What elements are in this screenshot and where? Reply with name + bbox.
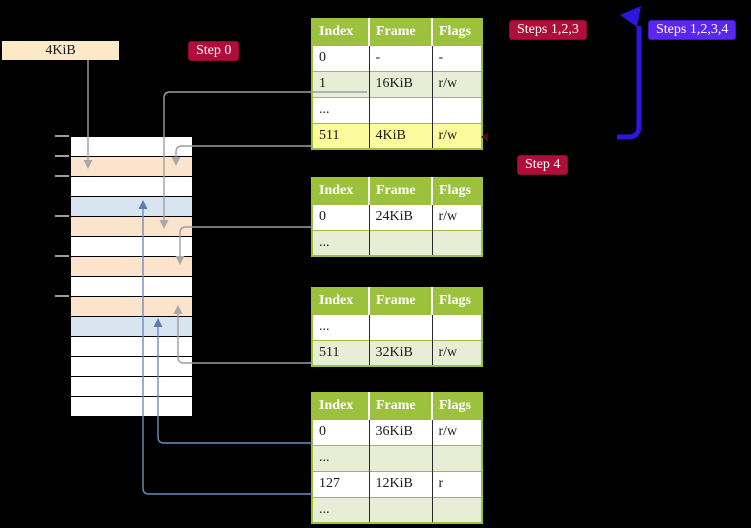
memory-tick [55,135,69,137]
memory-frame-row [71,377,192,397]
memory-frame-row [71,177,192,197]
table-cell [431,496,482,523]
table-cell: r/w [431,339,482,366]
table-cell: 511 [312,122,369,149]
memory-frame-row [71,297,192,317]
table-cell: 32KiB [368,339,432,366]
memory-frame-row [71,337,192,357]
column-header-frame: Frame [368,178,432,204]
table-cell [431,229,482,256]
memory-frame-row [71,137,192,157]
table-cell: ... [312,313,369,340]
table-cell: 4KiB [368,122,432,149]
memory-tick [55,215,69,217]
table-row: ... [312,444,482,471]
table-cell [431,96,482,123]
table-cell: r/w [431,418,482,445]
steps-1-2-3-badge: Steps 1,2,3 [509,20,587,40]
table-cell [368,229,432,256]
column-header-frame: Frame [368,19,432,45]
table-cell: r/w [431,122,482,149]
column-header-index: Index [312,393,369,419]
step-4-badge: Step 4 [517,155,569,175]
table-cell [368,444,432,471]
table-row: 0-- [312,44,482,71]
table-cell: r/w [431,203,482,230]
connector-l3-entry0-to-frame [175,226,313,265]
table-cell: 36KiB [368,418,432,445]
table-cell [368,96,432,123]
memory-frame-row [71,157,192,177]
column-header-flags: Flags [431,19,482,45]
table-cell: - [368,44,432,71]
table-cell: 0 [312,203,369,230]
table-row: ... [312,496,482,523]
table-cell: ... [312,96,369,123]
memory-tick [55,155,69,157]
column-header-frame: Frame [368,393,432,419]
table-cell: 127 [312,470,369,497]
table-row: ... [312,313,482,340]
table-cell: r/w [431,70,482,97]
table-cell: 0 [312,418,369,445]
recursive-loop-arrow [617,6,642,140]
memory-frame-row [71,197,192,217]
table-cell: r [431,470,482,497]
table-cell: 12KiB [368,470,432,497]
memory-frame-row [71,317,192,337]
memory-frame-row [71,357,192,377]
column-header-index: Index [312,288,369,314]
table-cell [431,444,482,471]
column-header-flags: Flags [431,393,482,419]
memory-frame-row [71,277,192,297]
table-cell: 511 [312,339,369,366]
memory-frame-row [71,257,192,277]
table-cell: 24KiB [368,203,432,230]
table-row: ... [312,96,482,123]
table-cell: ... [312,496,369,523]
column-header-flags: Flags [431,178,482,204]
table-cell [368,496,432,523]
table-cell: 16KiB [368,70,432,97]
memory-tick [55,295,69,297]
memory-frame-row [71,397,192,416]
table-cell: 0 [312,44,369,71]
column-header-index: Index [312,19,369,45]
memory-frame-row [71,217,192,237]
table-row: ... [312,229,482,256]
size-label-4kib: 4KiB [2,41,119,60]
step-0-badge: Step 0 [188,41,240,61]
column-header-flags: Flags [431,288,482,314]
steps-1-2-3-4-badge: Steps 1,2,3,4 [648,20,737,40]
physical-memory-column [70,136,193,417]
column-header-index: Index [312,178,369,204]
memory-tick [55,255,69,257]
table-cell: ... [312,444,369,471]
memory-tick [55,175,69,177]
table-cell: - [431,44,482,71]
table-cell [431,313,482,340]
table-cell [368,313,432,340]
table-cell: 1 [312,70,369,97]
column-header-frame: Frame [368,288,432,314]
table-cell: ... [312,229,369,256]
memory-frame-row [71,237,192,257]
connector-l2-entry511-to-frame [173,305,313,364]
